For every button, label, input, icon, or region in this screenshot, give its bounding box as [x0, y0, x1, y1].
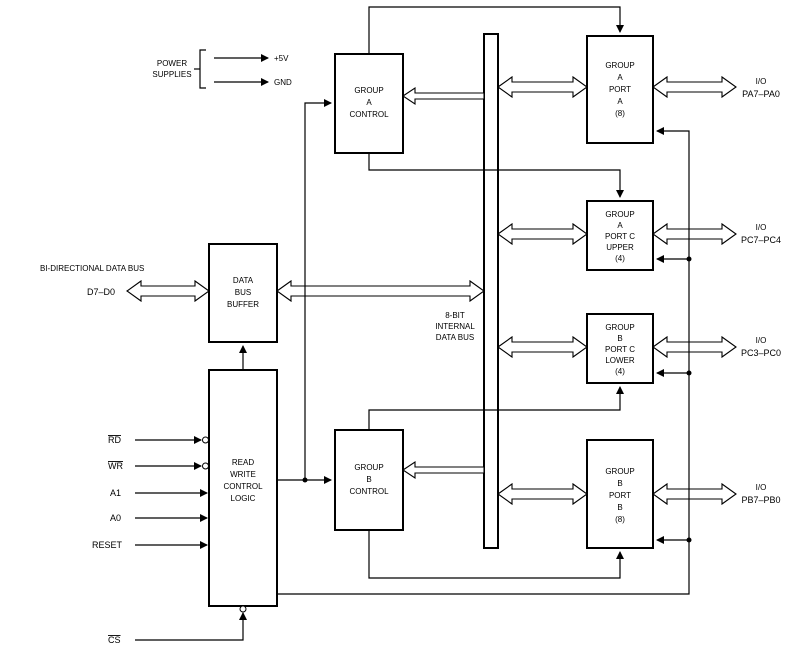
internal-data-bus: [483, 33, 499, 549]
junction-dot: [686, 256, 692, 262]
group-b-control-line-2: B: [366, 475, 371, 484]
plus-5v-label: +5V: [274, 54, 289, 63]
port-c-lower-line-5: (4): [615, 367, 625, 376]
bus-port-b-arrow: [497, 482, 588, 506]
junction-dot: [302, 477, 308, 483]
read-write-line-3: CONTROL: [223, 482, 263, 491]
bus-port-a-arrow: [497, 75, 588, 99]
group-b-port-b-block: GROUP B PORT B (8): [586, 439, 654, 549]
junction-dot: [686, 537, 692, 543]
data-bus-buffer-line-1: DATA: [233, 276, 254, 285]
read-write-line-4: LOGIC: [231, 494, 256, 503]
bus-port-c-lower-arrow: [497, 335, 588, 359]
wr-label: WR: [108, 461, 123, 471]
bidirectional-arrows: [126, 75, 737, 506]
port-b-line-5: (8): [615, 515, 625, 524]
data-bus-buffer-line-2: BUS: [235, 288, 251, 297]
internal-bus-label-2: INTERNAL: [435, 322, 475, 331]
port-c-upper-line-5: (4): [615, 254, 625, 263]
read-write-line-2: WRITE: [230, 470, 256, 479]
port-a-line-1: GROUP: [605, 61, 634, 70]
pc-upper-label: PC7–PC4: [741, 235, 781, 245]
port-b-io-arrow: [652, 482, 737, 506]
port-c-upper-line-1: GROUP: [605, 210, 634, 219]
group-a-control-line-2: A: [366, 98, 372, 107]
port-b-line-2: B: [617, 479, 622, 488]
port-c-lower-line-2: B: [617, 334, 622, 343]
power-supplies-label-1: POWER: [157, 59, 187, 68]
labels: POWER SUPPLIES +5V GND BI-DIRECTIONAL DA…: [40, 54, 781, 645]
port-a-io-arrow: [652, 75, 737, 99]
group-a-to-port-c-upper-line: [368, 153, 624, 198]
port-c-lower-line-3: PORT C: [605, 345, 635, 354]
pc-lower-label: PC3–PC0: [741, 348, 781, 358]
group-b-control-line-3: CONTROL: [349, 487, 389, 496]
buffer-to-internal-bus-arrow: [276, 279, 485, 303]
group-b-control-line-1: GROUP: [354, 463, 383, 472]
group-b-to-port-b-line: [368, 530, 624, 579]
d7-d0-label: D7–D0: [87, 287, 115, 297]
port-b-line-3: PORT: [609, 491, 631, 500]
pa-label: PA7–PA0: [742, 89, 780, 99]
control-wiring: [135, 6, 692, 641]
external-bus-arrow: [126, 279, 210, 303]
data-bus-buffer-block: DATA BUS BUFFER: [208, 243, 278, 343]
port-c-upper-line-2: A: [617, 221, 623, 230]
rw-to-group-a-line: [304, 99, 332, 480]
group-b-to-port-c-lower-line: [368, 386, 624, 430]
group-a-to-port-a-line: [368, 6, 624, 54]
group-b-control-block: GROUP B CONTROL: [334, 429, 404, 531]
internal-bus-label-1: 8-BIT: [445, 311, 465, 320]
port-a-line-3: PORT: [609, 85, 631, 94]
group-a-port-c-upper-block: GROUP A PORT C UPPER (4): [586, 200, 654, 271]
wr-inversion-bubble: [202, 462, 209, 470]
group-a-port-a-block: GROUP A PORT A (8): [586, 35, 654, 144]
port-c-lower-line-1: GROUP: [605, 323, 634, 332]
port-b-line-4: B: [617, 503, 622, 512]
power-supplies-label-2: SUPPLIES: [152, 70, 191, 79]
rw-to-ports-line: [277, 127, 690, 595]
internal-bus-label-3: DATA BUS: [436, 333, 474, 342]
port-a-line-5: (8): [615, 109, 625, 118]
port-b-line-1: GROUP: [605, 467, 634, 476]
cs-inversion-bubble: [239, 605, 247, 613]
port-c-upper-io-arrow: [652, 222, 737, 246]
port-c-upper-line-4: UPPER: [606, 243, 634, 252]
power-bracket: [199, 49, 206, 89]
io-label-port-b: I/O: [756, 483, 767, 492]
a0-label: A0: [110, 513, 121, 523]
io-label-port-c-upper: I/O: [756, 223, 767, 232]
port-a-line-4: A: [617, 97, 623, 106]
group-a-control-block: GROUP A CONTROL: [334, 53, 404, 154]
io-label-port-c-lower: I/O: [756, 336, 767, 345]
a1-label: A1: [110, 488, 121, 498]
port-a-line-2: A: [617, 73, 623, 82]
group-a-control-line-3: CONTROL: [349, 110, 389, 119]
cs-label: CS: [108, 635, 121, 645]
read-write-line-1: READ: [232, 458, 254, 467]
group-b-port-c-lower-block: GROUP B PORT C LOWER (4): [586, 313, 654, 384]
port-c-upper-line-3: PORT C: [605, 232, 635, 241]
reset-label: RESET: [92, 540, 123, 550]
bus-to-group-a-control-arrow: [402, 86, 485, 106]
pb-label: PB7–PB0: [741, 495, 780, 505]
bidirectional-bus-label: BI-DIRECTIONAL DATA BUS: [40, 264, 144, 273]
io-label-port-a: I/O: [756, 77, 767, 86]
bus-to-group-b-control-arrow: [402, 460, 485, 480]
port-c-lower-line-4: LOWER: [605, 356, 635, 365]
bus-port-c-upper-arrow: [497, 222, 588, 246]
rd-inversion-bubble: [202, 436, 209, 444]
gnd-label: GND: [274, 78, 292, 87]
port-c-lower-io-arrow: [652, 335, 737, 359]
read-write-control-logic-block: READ WRITE CONTROL LOGIC: [208, 369, 278, 607]
data-bus-buffer-line-3: BUFFER: [227, 300, 259, 309]
cs-line: [135, 612, 247, 641]
group-a-control-line-1: GROUP: [354, 86, 383, 95]
rd-label: RD: [108, 435, 121, 445]
junction-dot: [686, 370, 692, 376]
